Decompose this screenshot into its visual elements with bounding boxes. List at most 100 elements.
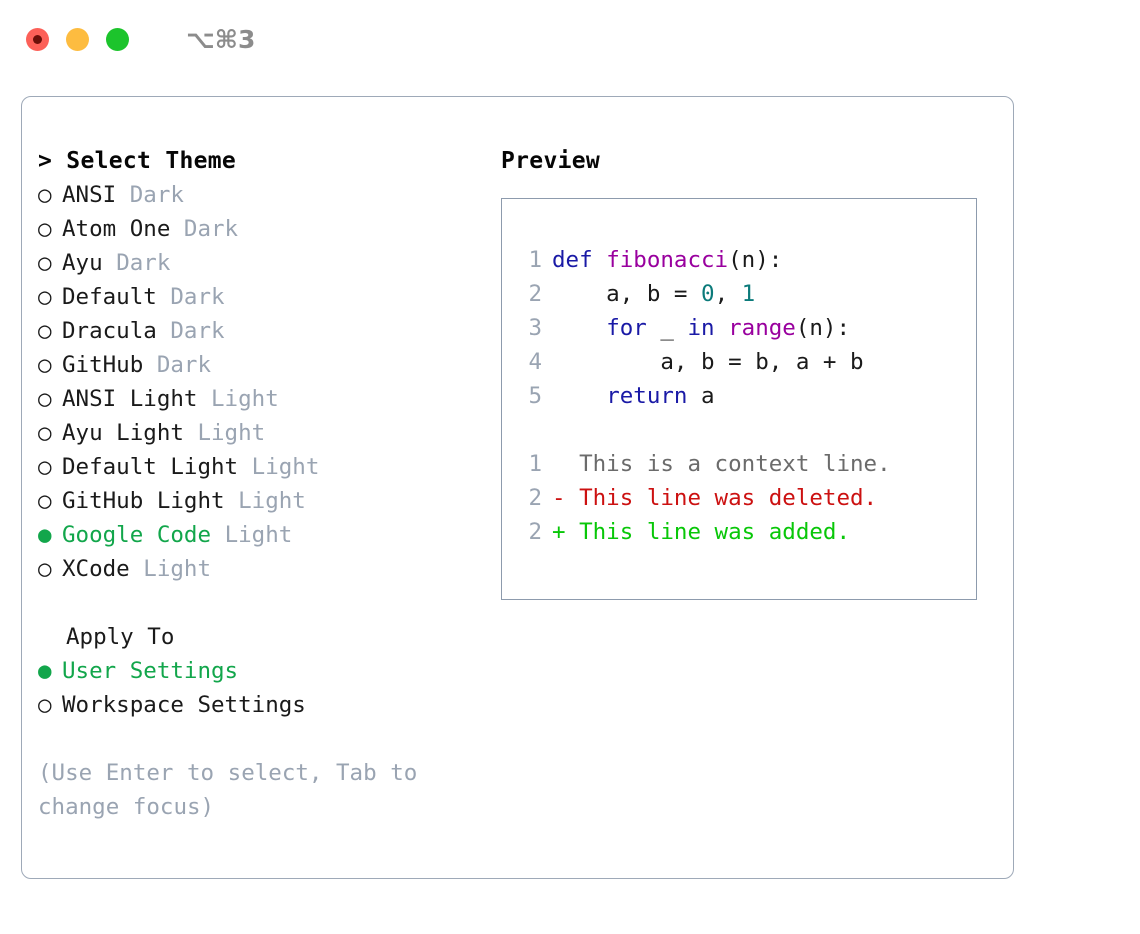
code-token-plain: (n): — [728, 247, 783, 273]
radio-empty-icon: ○ — [38, 250, 52, 276]
theme-kind-badge: Light — [211, 386, 279, 412]
code-token-num: 1 — [741, 281, 756, 307]
zoom-button[interactable] — [106, 27, 129, 51]
radio-empty-icon: ○ — [38, 318, 52, 344]
theme-kind-badge: Dark — [170, 284, 225, 310]
radio-empty-icon: ○ — [38, 488, 52, 514]
theme-gap — [103, 246, 117, 280]
code-token-plain: , — [714, 281, 742, 307]
code-line-text: return a — [552, 379, 715, 413]
code-token-plain — [552, 383, 606, 409]
theme-list: ○ANSI Dark○Atom One Dark○Ayu Dark○Defaul… — [38, 178, 478, 586]
code-token-kw: return — [606, 383, 688, 409]
theme-list-item[interactable]: ○GitHub Light Light — [38, 484, 478, 518]
line-number: 2 — [528, 485, 542, 511]
theme-list-item[interactable]: ○ Default Dark — [38, 280, 478, 314]
theme-gap — [130, 552, 144, 586]
select-theme-header: > Select Theme — [38, 148, 237, 174]
code-line-text: a, b = 0, 1 — [552, 277, 755, 311]
theme-list-item[interactable]: ○ XCode Light — [38, 552, 478, 586]
code-line: 5 return a — [502, 379, 976, 413]
diff-line-text: This line was deleted. — [565, 485, 878, 511]
apply-to-header: Apply To — [66, 624, 175, 650]
radio-empty-icon: ○ — [38, 420, 52, 446]
theme-list-item[interactable]: ○ ANSI Light Light — [38, 382, 478, 416]
diff-line-text: This is a context line. — [565, 451, 891, 477]
theme-gap — [157, 280, 171, 314]
theme-list-item[interactable]: ○Default Light Light — [38, 450, 478, 484]
theme-gap — [157, 314, 171, 348]
theme-kind-badge: Dark — [116, 250, 171, 276]
apply-to-label: User Settings — [62, 658, 239, 684]
line-number: 5 — [528, 383, 542, 409]
theme-kind-badge: Light — [197, 420, 266, 446]
code-token-plain: a, b = b, a + b — [552, 349, 864, 375]
theme-name: Dracula — [62, 318, 157, 344]
apply-to-label: Workspace Settings — [62, 692, 306, 718]
radio-empty-icon: ○ — [38, 692, 52, 718]
close-button[interactable] — [26, 27, 49, 51]
theme-kind-badge: Light — [143, 556, 212, 582]
code-line: 3 for _ in range(n): — [502, 311, 976, 345]
diff-line: 1 This is a context line. — [502, 447, 976, 481]
theme-gap — [225, 484, 239, 518]
theme-kind-badge: Dark — [156, 352, 212, 378]
theme-name: Default — [62, 284, 157, 310]
theme-list-item[interactable]: ○Ayu Light Light — [38, 416, 478, 450]
radio-selected-icon: ● — [38, 522, 52, 548]
radio-empty-icon: ○ — [38, 216, 52, 242]
code-token-kw: in — [687, 315, 715, 341]
line-number: 3 — [528, 315, 542, 341]
theme-gap — [116, 178, 130, 212]
code-token-plain: a, b = — [552, 281, 702, 307]
code-token-plain: a — [687, 383, 715, 409]
theme-kind-badge: Dark — [170, 318, 225, 344]
theme-gap — [211, 518, 225, 552]
code-line-text: a, b = b, a + b — [552, 345, 864, 379]
theme-list-item[interactable]: ●Google Code Light — [38, 518, 478, 552]
radio-empty-icon: ○ — [38, 284, 52, 310]
preview-header: Preview — [501, 148, 601, 174]
line-number: 4 — [528, 349, 542, 375]
code-line: 2 a, b = 0, 1 — [502, 277, 976, 311]
diff-sign — [552, 447, 566, 481]
theme-name: GitHub Light — [62, 488, 225, 514]
list-spacer — [38, 586, 478, 620]
theme-name: ANSI — [62, 182, 117, 208]
theme-list-item[interactable]: ○ Atom One Dark — [38, 212, 478, 246]
code-token-plain — [552, 315, 606, 341]
theme-name: GitHub — [62, 352, 144, 378]
code-token-fn: range — [728, 315, 796, 341]
apply-to-option[interactable]: ○ Workspace Settings — [38, 688, 478, 722]
theme-picker-panel: > Select Theme ○ANSI Dark○Atom One Dark○… — [21, 96, 1014, 879]
radio-empty-icon: ○ — [38, 454, 52, 480]
theme-list-item[interactable]: ○ Dracula Dark — [38, 314, 478, 348]
theme-name: ANSI Light — [62, 386, 198, 412]
radio-empty-icon: ○ — [38, 386, 52, 412]
theme-list-item[interactable]: ○ANSI Dark — [38, 178, 478, 212]
radio-empty-icon: ○ — [38, 556, 52, 582]
diff-line-text: This line was added. — [565, 519, 851, 545]
theme-name: Atom One — [62, 216, 171, 242]
apply-to-option[interactable]: ●User Settings — [38, 654, 478, 688]
theme-list-item[interactable]: ○GitHub Dark — [38, 348, 478, 382]
diff-sign: - — [552, 485, 566, 511]
theme-name: Google Code — [62, 522, 212, 548]
code-token-plain: (n): — [795, 315, 851, 341]
code-token-kw: for — [606, 315, 647, 341]
theme-name: Default Light — [62, 454, 239, 480]
line-number: 2 — [528, 519, 542, 545]
theme-list-column: > Select Theme ○ANSI Dark○Atom One Dark○… — [38, 144, 478, 824]
diff-sample: 1 This is a context line. 2- This line wa… — [502, 447, 976, 549]
code-token-fn: fibonacci — [606, 247, 729, 273]
theme-list-item[interactable]: ○Ayu Dark — [38, 246, 478, 280]
code-line: 4 a, b = b, a + b — [502, 345, 976, 379]
minimize-button[interactable] — [66, 27, 89, 51]
theme-name: XCode — [62, 556, 130, 582]
window-title: ⌥⌘3 — [186, 24, 256, 54]
theme-kind-badge: Dark — [183, 216, 239, 242]
